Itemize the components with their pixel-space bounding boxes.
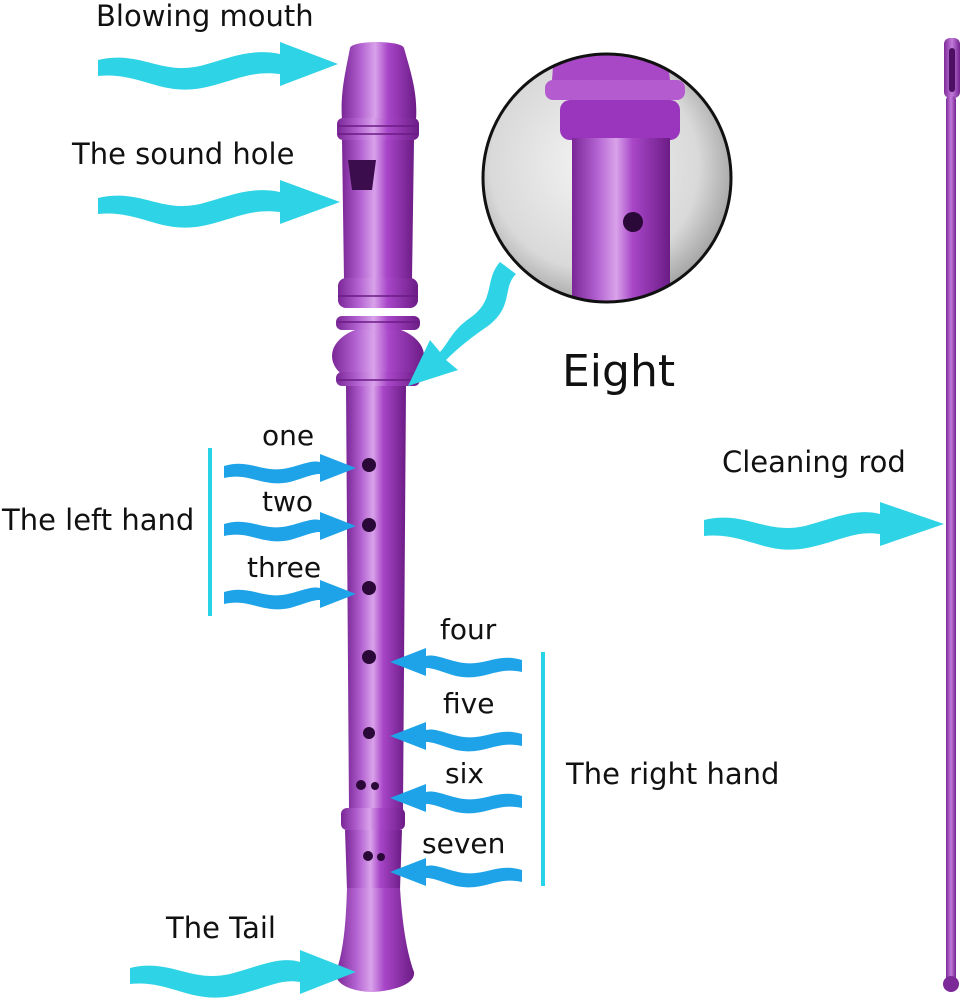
arrow-four [390, 648, 522, 678]
hole-seven-b [377, 853, 385, 861]
label-tail: The Tail [166, 911, 276, 945]
label-hole-six: six [445, 757, 484, 790]
label-hole-one: one [262, 419, 315, 452]
arrow-blowing-mouth [98, 42, 338, 90]
sound-hole [348, 160, 376, 190]
label-eight: Eight [562, 346, 676, 397]
arrow-sound-hole [98, 180, 340, 228]
hole-two [362, 518, 376, 532]
right-hand-bracket [541, 652, 545, 886]
hole-five [363, 727, 375, 739]
cleaning-rod [943, 38, 960, 992]
hole-six-a [356, 780, 366, 790]
arrow-two [224, 512, 356, 542]
label-hole-three: three [247, 551, 322, 584]
label-hole-four: four [440, 613, 497, 646]
hole-one [362, 458, 376, 472]
arrow-three [224, 580, 356, 610]
back-thumb-hole [623, 212, 643, 232]
label-hole-two: two [262, 485, 314, 518]
arrow-tail [130, 950, 356, 998]
arrows [98, 42, 944, 998]
hole-four [362, 650, 376, 664]
label-sound-hole: The sound hole [72, 137, 295, 171]
zoom-detail [481, 52, 733, 304]
hole-six-b [371, 782, 379, 790]
arrow-five [390, 722, 522, 752]
recorder [332, 42, 424, 992]
label-cleaning-rod: Cleaning rod [722, 445, 906, 479]
hole-seven-a [363, 851, 373, 861]
label-hole-five: five [443, 687, 495, 720]
arrow-one [224, 454, 356, 484]
left-hand-bracket [208, 448, 212, 616]
label-hole-seven: seven [422, 827, 506, 860]
arrow-cleaning-rod [704, 502, 944, 550]
label-right-hand: The right hand [566, 757, 780, 791]
arrow-six [390, 784, 522, 814]
hole-three [362, 581, 376, 595]
arrow-eight [408, 262, 516, 386]
arrow-seven [390, 858, 522, 888]
label-blowing-mouth: Blowing mouth [96, 0, 314, 33]
label-left-hand: The left hand [2, 503, 195, 537]
